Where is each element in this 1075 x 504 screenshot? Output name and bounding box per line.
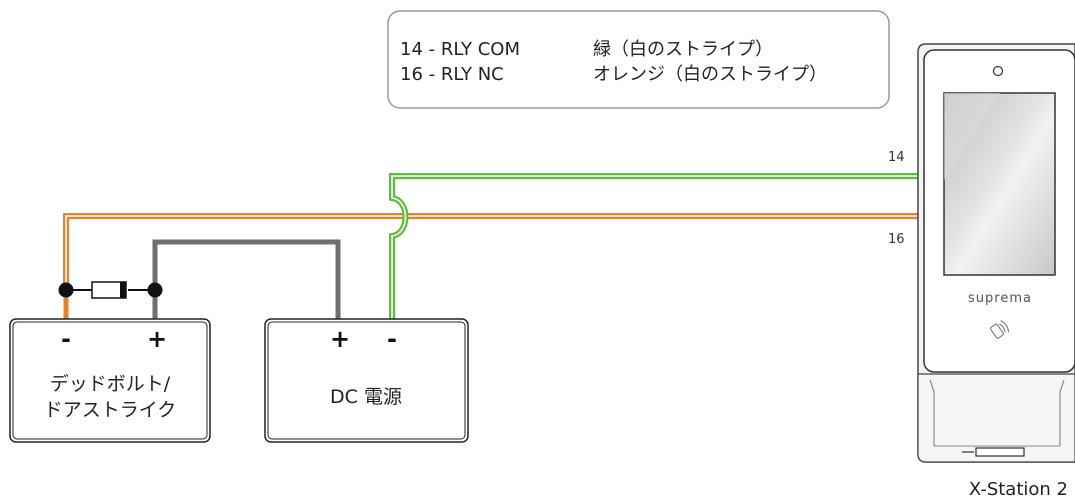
camera-icon: [992, 65, 1004, 77]
device-xstation2: suprema: [917, 43, 1075, 463]
rfid-icon: [989, 320, 1010, 339]
legend-wire-orange: オレンジ（白のストライプ）: [593, 64, 827, 85]
legend-box: 14 - RLY COM 16 - RLY NC 緑（白のストライプ） オレンジ…: [387, 10, 890, 109]
legend-wire-green: 緑（白のストライプ）: [593, 39, 773, 60]
deadbolt-plus-sign: +: [147, 325, 167, 353]
device-name: X-Station 2: [969, 479, 1068, 500]
deadbolt-minus-sign: -: [61, 325, 71, 353]
deadbolt-label-line2: ドアストライク: [44, 399, 177, 421]
orange-wire: [63, 213, 918, 328]
legend-pin-16: 16 - RLY NC: [400, 64, 504, 85]
power-plus-sign: +: [330, 325, 350, 353]
green-wire: [389, 173, 918, 328]
deadbolt-label-line1: デッドボルト/: [50, 373, 171, 395]
pin-16-label: 16: [888, 232, 905, 247]
device-brand: suprema: [968, 291, 1032, 306]
deadbolt-box: - + デッドボルト/ ドアストライク: [9, 318, 211, 443]
power-minus-sign: -: [387, 325, 397, 353]
legend-pin-14: 14 - RLY COM: [400, 39, 520, 60]
dc-power-box: + - DC 電源: [264, 318, 469, 443]
pin-14-label: 14: [888, 150, 905, 165]
gray-wire: [152, 239, 341, 328]
diode-icon: [58, 281, 163, 299]
power-label: DC 電源: [330, 386, 402, 408]
